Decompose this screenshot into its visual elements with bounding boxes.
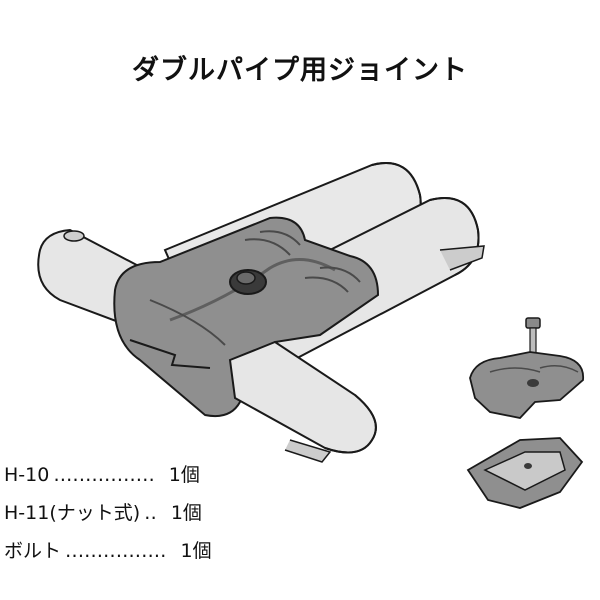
part-leader-dots: ‥	[144, 502, 157, 524]
title: ダブルパイプ用ジョイント	[132, 55, 468, 86]
parts-list: H-10 ‥‥‥‥‥‥‥‥ 1個 H-11(ナット式) ‥ 1個 ボルト ‥‥‥…	[4, 456, 212, 570]
part-row: H-11(ナット式) ‥ 1個	[4, 494, 212, 532]
part-quantity: 1個	[180, 540, 212, 562]
part-name: ボルト	[4, 540, 62, 562]
part-leader-dots: ‥‥‥‥‥‥‥‥	[53, 464, 155, 486]
part-leader-dots: ‥‥‥‥‥‥‥‥	[65, 540, 167, 562]
part-quantity: 1個	[168, 464, 200, 486]
part-name: H-11(ナット式)	[4, 502, 141, 524]
part-row: ボルト ‥‥‥‥‥‥‥‥ 1個	[4, 532, 212, 570]
joint-body	[113, 216, 380, 418]
part-row: H-10 ‥‥‥‥‥‥‥‥ 1個	[4, 456, 212, 494]
exploded-bolt	[525, 317, 541, 355]
exploded-lower-half	[466, 437, 584, 509]
exploded-upper-half	[469, 351, 584, 419]
part-name: H-10	[4, 464, 50, 486]
front-pipe	[228, 340, 377, 463]
part-quantity: 1個	[170, 502, 202, 524]
